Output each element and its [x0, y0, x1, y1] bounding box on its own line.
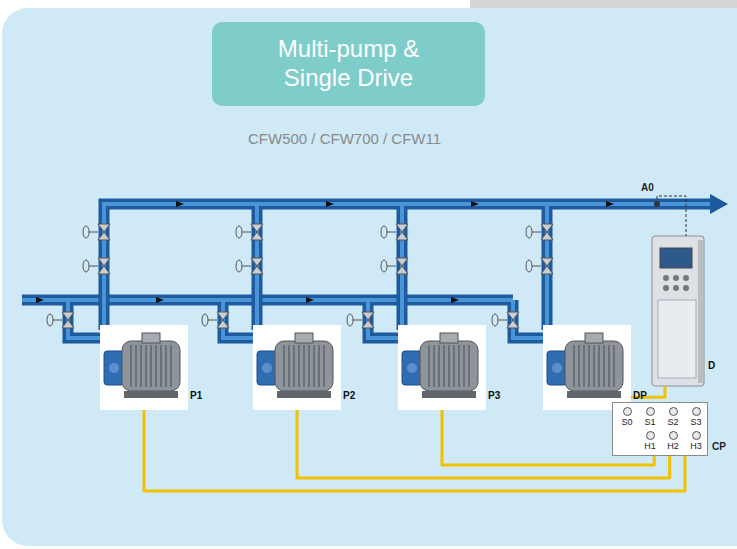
drive: D — [652, 236, 704, 386]
valve-symbol — [526, 224, 553, 240]
valve-symbol — [526, 258, 553, 274]
flow-arrow — [176, 201, 184, 207]
valve-symbol — [236, 224, 263, 240]
panel-ground — [2, 8, 737, 546]
valve-symbol — [381, 224, 408, 240]
flow-arrow — [606, 201, 614, 207]
switch-label: S3 — [688, 407, 704, 427]
valve-symbol — [236, 258, 263, 274]
valve-symbol — [83, 258, 110, 274]
title-text: Multi-pump & Single Drive — [252, 35, 445, 93]
flow-arrow — [306, 297, 314, 303]
switch-label: H2 — [665, 431, 681, 451]
control-wire — [144, 410, 685, 491]
sensor-signal-line — [657, 196, 686, 236]
pump: P2 — [253, 325, 341, 410]
pump-motor — [253, 325, 341, 410]
pump: P1 — [100, 325, 188, 410]
flow-arrow — [36, 297, 44, 303]
pump-motor — [100, 325, 188, 410]
switch-label: S1 — [642, 407, 658, 427]
pump-label: P1 — [190, 390, 202, 401]
switch-label: H1 — [642, 431, 658, 451]
flow-arrow — [326, 201, 334, 207]
valve-symbol — [492, 312, 519, 328]
pump-label: DP — [633, 390, 647, 401]
valve-symbol — [347, 312, 374, 328]
model-list: CFW500 / CFW700 / CFW11 — [248, 130, 441, 147]
control-panel: S0S1S2S3H1H2H3CP — [612, 402, 708, 456]
drive-unit — [652, 236, 704, 386]
valve-symbol — [202, 312, 229, 328]
discharge-pipe-sheen — [104, 204, 712, 330]
switch-label: H3 — [688, 431, 704, 451]
signal-name: A0 — [640, 182, 655, 193]
flow-arrow — [156, 297, 164, 303]
pump-motor — [543, 325, 631, 410]
switch-label: S2 — [665, 407, 681, 427]
pump-motor — [398, 325, 486, 410]
pump-label: P3 — [488, 390, 500, 401]
pump: DP — [543, 325, 631, 410]
title-box: Multi-pump & Single Drive — [212, 22, 485, 106]
valve-symbol — [83, 224, 110, 240]
valve-symbol — [381, 258, 408, 274]
discharge-pipe — [104, 204, 712, 330]
flow-arrow — [471, 201, 479, 207]
drive-label: D — [708, 360, 715, 371]
panel-label: CP — [712, 441, 726, 452]
flow-arrowhead — [710, 194, 728, 214]
pump-label: P2 — [343, 390, 355, 401]
valve-symbol — [47, 312, 74, 328]
pump: P3 — [398, 325, 486, 410]
flow-arrow — [451, 297, 459, 303]
switch-label: S0 — [619, 407, 635, 427]
